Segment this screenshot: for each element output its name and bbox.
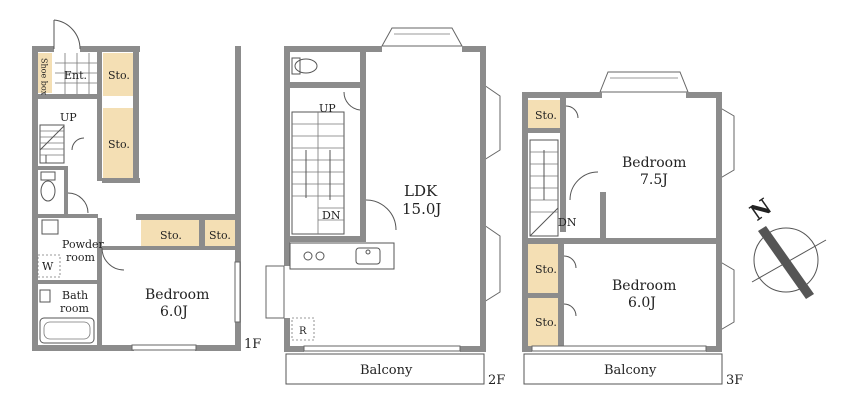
entrance-door <box>53 19 81 50</box>
fridge-space <box>291 317 315 341</box>
ldk-size: 15.0J <box>402 200 441 218</box>
storage-1f-entrance <box>103 53 133 96</box>
storage-1f-bedroom-b <box>205 220 236 246</box>
storage-label-1f-3: Sto. <box>160 229 182 242</box>
entrance-tiles <box>55 53 100 94</box>
floor-2f: UP DN LDK 15.0J R Balcony 2F <box>265 27 505 388</box>
window-3f-bottom <box>531 345 707 352</box>
shoe-box-label: Shoe box <box>40 58 49 96</box>
bedroom-a-size-3f: 7.5J <box>640 172 668 188</box>
floor-label-1f: 1F <box>244 337 261 352</box>
door-2f-ldk <box>365 199 397 231</box>
door-1f-bedroom <box>101 247 125 271</box>
sink-1f <box>41 219 59 235</box>
storage-label-1f-1: Sto. <box>108 69 130 82</box>
fridge-label: R <box>299 326 307 337</box>
balcony-2f <box>285 353 485 385</box>
floor-3f: Sto. Sto. Sto. DN Bedroom 7.5J Bedroom 6… <box>522 71 743 388</box>
stair-up-label-1f: UP <box>60 111 77 124</box>
storage-3f-bottom <box>528 298 560 346</box>
bath-room-label-1: Bath <box>62 289 88 302</box>
shoe-box <box>38 53 52 93</box>
bay-window-2f-top <box>381 27 463 47</box>
walls-2f <box>284 46 486 352</box>
storage-label-1f-2: Sto. <box>108 138 130 151</box>
stair-down-label-3f: DN <box>558 216 577 229</box>
bedroom-size-1f: 6.0J <box>160 304 188 320</box>
door-1f-closet <box>71 137 85 151</box>
walls-1f <box>32 46 241 351</box>
walls-3f <box>522 92 722 352</box>
floor-1f: Shoe box Ent. Sto. Sto. Sto. Sto. UP Pow… <box>32 19 261 352</box>
bay-window-2f-right-2 <box>483 224 501 303</box>
north-label: N <box>745 194 776 227</box>
door-3f-storage-top <box>565 105 579 119</box>
kitchen-counter <box>289 242 395 270</box>
window-1f-bottom <box>131 344 197 351</box>
bedroom-label-1f: Bedroom <box>145 287 209 303</box>
window-1f-right <box>234 261 241 323</box>
door-1f-powder <box>67 192 89 214</box>
storage-1f-bedroom-a <box>141 220 199 246</box>
storage-1f-hall <box>103 108 133 178</box>
bedroom-b-label-3f: Bedroom <box>612 278 676 294</box>
stairs-2f <box>291 111 345 235</box>
powder-room-label-1: Powder <box>62 238 105 251</box>
ldk-label: LDK <box>404 182 438 200</box>
bathtub <box>39 289 95 344</box>
storage-label-3f-2: Sto. <box>535 263 557 276</box>
door-3f-storage-bottom <box>563 303 577 317</box>
balcony-3f <box>523 353 723 385</box>
balcony-label-2f: Balcony <box>360 363 413 378</box>
toilet-2f <box>291 57 318 75</box>
storage-label-1f-4: Sto. <box>209 229 231 242</box>
door-3f-storage-mid <box>563 255 577 269</box>
window-2f-bottom <box>303 345 461 352</box>
storage-label-3f-3: Sto. <box>535 316 557 329</box>
stair-up-label-2f: UP <box>319 102 336 115</box>
storage-3f-mid <box>528 244 560 294</box>
toilet-1f <box>40 171 56 202</box>
powder-room-label-2: room <box>66 251 96 264</box>
storage-3f-top <box>528 100 560 128</box>
door-2f-toilet <box>343 91 361 111</box>
floor-label-3f: 3F <box>726 373 743 388</box>
bedroom-a-label-3f: Bedroom <box>622 155 686 171</box>
bedroom-b-size-3f: 6.0J <box>628 295 656 311</box>
stairs-3f <box>529 139 559 237</box>
bay-window-3f-top <box>599 71 689 93</box>
storage-label-3f-1: Sto. <box>535 109 557 122</box>
bay-window-2f-right-1 <box>483 84 501 161</box>
bath-room-label-2: room <box>60 302 90 315</box>
balcony-label-3f: Balcony <box>604 363 657 378</box>
floor-label-2f: 2F <box>488 373 505 388</box>
entrance-label: Ent. <box>64 69 87 82</box>
stair-down-label-2f: DN <box>322 209 341 222</box>
window-2f-left <box>265 265 285 319</box>
door-3f-bedroom-a <box>569 171 599 201</box>
washer-space <box>37 254 61 278</box>
north-compass: N <box>745 194 827 299</box>
stairs-1f <box>39 124 65 164</box>
washer-label: W <box>42 260 54 273</box>
